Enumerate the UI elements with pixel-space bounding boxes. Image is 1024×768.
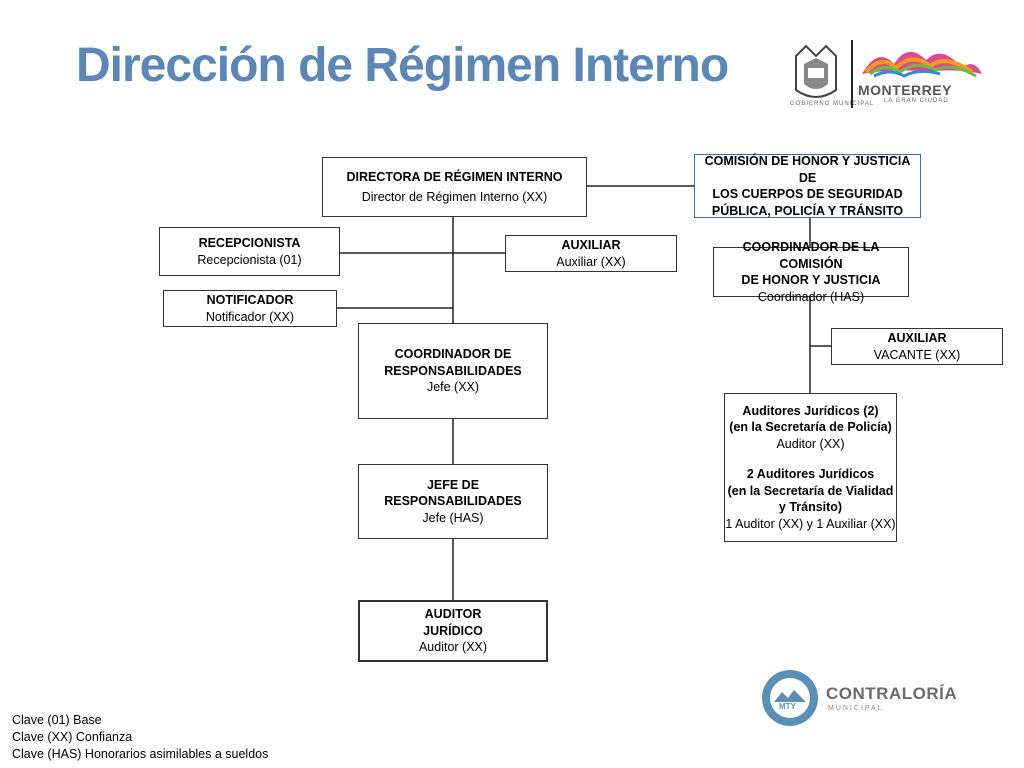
legend: Clave (01) Base Clave (XX) Confianza Cla…	[12, 712, 268, 763]
monterrey-tagline: LA GRAN CIUDAD	[884, 98, 949, 104]
legend-item-base: Clave (01) Base	[12, 713, 102, 727]
auxiliar-role: Auxiliar (XX)	[556, 254, 626, 269]
auditores-line2: (en la Secretaría de Policía)	[729, 420, 892, 435]
directora-role: Director de Régimen Interno (XX)	[361, 189, 548, 204]
coordinador-responsabilidades-box: COORDINADOR DE RESPONSABILIDADES Jefe (X…	[358, 323, 548, 419]
coat-of-arms-icon	[795, 44, 837, 98]
contraloria-brand: CONTRALORÍA	[826, 684, 958, 703]
badge-text: MTY	[779, 702, 796, 711]
auditores-line1: Auditores Jurídicos (2)	[742, 403, 879, 418]
contraloria-logo	[762, 670, 818, 726]
gobierno-caption: GOBIERNO MUNICIPAL	[790, 101, 875, 107]
auditor-line2: JURÍDICO	[423, 623, 483, 638]
recepcionista-box: RECEPCIONISTA Recepcionista (01)	[159, 227, 340, 276]
legend-item-confianza: Clave (XX) Confianza	[12, 730, 133, 744]
comision-line1: COMISIÓN DE HONOR Y JUSTICIA DE	[704, 154, 911, 185]
coord-comision-line2: DE HONOR Y JUSTICIA	[741, 273, 881, 287]
monterrey-mountain-icon	[862, 51, 982, 78]
auditores-line3: Auditor (XX)	[776, 436, 845, 451]
jefe-resp-line1: JEFE DE	[426, 477, 480, 492]
jefe-responsabilidades-box: JEFE DE RESPONSABILIDADES Jefe (HAS)	[358, 464, 548, 539]
recepcionista-title: RECEPCIONISTA	[198, 236, 301, 250]
coord-resp-line1: COORDINADOR DE	[394, 347, 512, 362]
auxiliar-vacante-box: AUXILIAR VACANTE (XX)	[831, 328, 1003, 365]
contraloria-tagline: MUNICIPAL	[828, 705, 884, 712]
auditores-line5: (en la Secretaría de Vialidad	[727, 483, 894, 498]
auditor-line1: AUDITOR	[424, 607, 482, 622]
directora-box: DIRECTORA DE RÉGIMEN INTERNO Director de…	[322, 157, 587, 217]
coord-resp-line2: RESPONSABILIDADES	[384, 363, 522, 378]
auditores-juridicos-box: Auditores Jurídicos (2) (en la Secretarí…	[724, 393, 897, 542]
comision-line3: PÚBLICA, POLICÍA Y TRÁNSITO	[711, 203, 904, 218]
auditor-juridico-box: AUDITOR JURÍDICO Auditor (XX)	[358, 600, 548, 662]
recepcionista-role: Recepcionista (01)	[197, 252, 302, 267]
notificador-title: NOTIFICADOR	[206, 293, 294, 307]
auxiliar-right-title: AUXILIAR	[887, 331, 947, 345]
auditores-line4: 2 Auditores Jurídicos	[746, 467, 875, 482]
jefe-resp-line2: RESPONSABILIDADES	[384, 494, 522, 509]
auxiliar-right-role: VACANTE (XX)	[873, 347, 961, 362]
page-title: Dirección de Régimen Interno	[76, 39, 729, 92]
coord-comision-line1: COORDINADOR DE LA COMISIÓN	[742, 240, 880, 271]
municipal-logos	[795, 40, 982, 108]
coord-resp-role: Jefe (XX)	[426, 380, 480, 395]
auditores-line6: y Tránsito)	[778, 500, 843, 515]
auditores-line7: 1 Auditor (XX) y 1 Auxiliar (XX)	[725, 516, 896, 531]
auxiliar-title: AUXILIAR	[561, 238, 621, 252]
coordinador-comision-box: COORDINADOR DE LA COMISIÓN DE HONOR Y JU…	[713, 240, 909, 304]
coord-comision-role: Coordinador (HAS)	[757, 289, 865, 304]
comision-honor-box: COMISIÓN DE HONOR Y JUSTICIA DE LOS CUER…	[694, 154, 921, 218]
auxiliar-box: AUXILIAR Auxiliar (XX)	[505, 235, 677, 272]
legend-item-honorarios: Clave (HAS) Honorarios asimilables a sue…	[12, 747, 269, 761]
directora-title: DIRECTORA DE RÉGIMEN INTERNO	[346, 170, 563, 184]
comision-line2: LOS CUERPOS DE SEGURIDAD	[712, 187, 903, 201]
contraloria-badge-icon	[762, 670, 818, 726]
notificador-box: NOTIFICADOR Notificador (XX)	[163, 290, 337, 327]
monterrey-brand: MONTERREY	[858, 82, 952, 98]
jefe-resp-role: Jefe (HAS)	[422, 510, 484, 525]
notificador-role: Notificador (XX)	[205, 309, 295, 324]
auditor-role: Auditor (XX)	[418, 640, 488, 655]
